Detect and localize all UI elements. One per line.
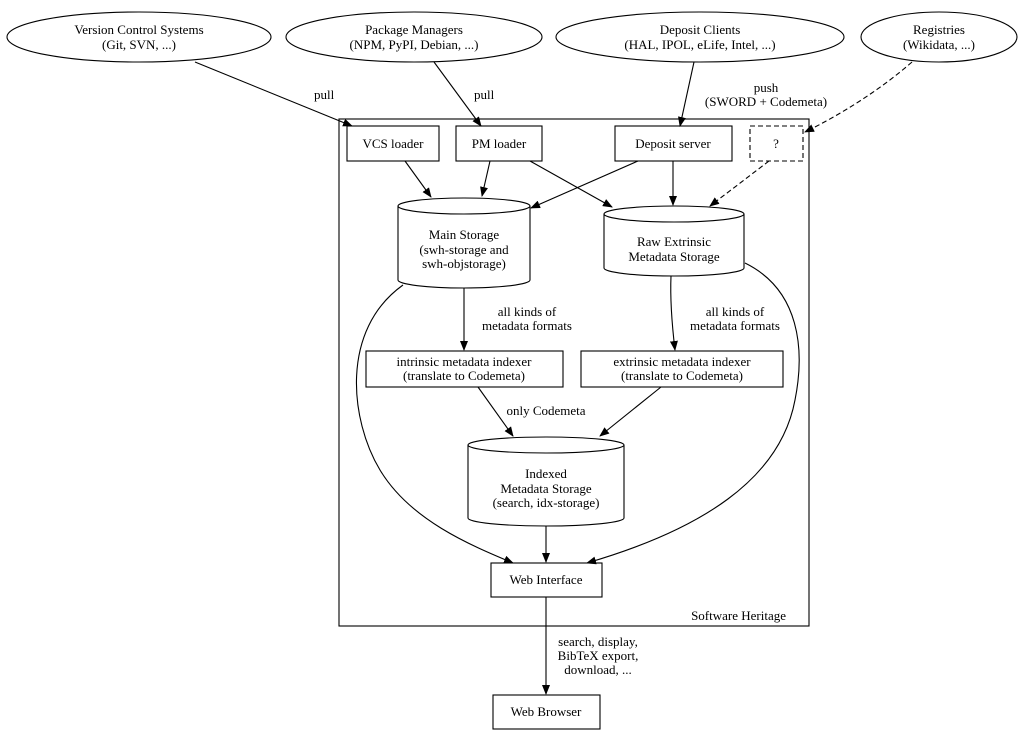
node-main-storage: Main Storage (swh-storage and swh-objsto…	[397, 197, 531, 289]
cluster-label: Software Heritage	[691, 608, 786, 623]
edge-pm-loader-to-main-storage	[480, 160, 491, 197]
svg-text:metadata formats: metadata formats	[690, 318, 780, 333]
svg-text:Registries: Registries	[913, 22, 965, 37]
svg-text:intrinsic metadata indexer: intrinsic metadata indexer	[396, 354, 532, 369]
edge-label-push: push (SWORD + Codemeta)	[705, 80, 827, 109]
edge-unknown-to-raw-storage	[709, 160, 770, 207]
svg-text:Indexed: Indexed	[525, 466, 567, 481]
node-extrinsic-metadata-indexer: extrinsic metadata indexer (translate to…	[580, 350, 784, 388]
svg-text:(Git, SVN, ...): (Git, SVN, ...)	[102, 37, 176, 52]
svg-text:metadata formats: metadata formats	[482, 318, 572, 333]
node-raw-extrinsic-metadata-storage: Raw Extrinsic Metadata Storage	[603, 205, 745, 277]
svg-text:BibTeX export,: BibTeX export,	[558, 648, 639, 663]
svg-text:Metadata Storage: Metadata Storage	[628, 249, 720, 264]
edge-label-all-kinds-right: all kinds of metadata formats	[690, 304, 780, 333]
node-intrinsic-metadata-indexer: intrinsic metadata indexer (translate to…	[365, 350, 564, 388]
edge-raw-storage-to-extrinsic-indexer	[669, 275, 678, 351]
node-web-interface: Web Interface	[490, 562, 603, 598]
svg-text:Raw Extrinsic: Raw Extrinsic	[637, 234, 711, 249]
edge-label-browser: search, display, BibTeX export, download…	[558, 634, 639, 677]
svg-text:Deposit server: Deposit server	[635, 136, 711, 151]
svg-text:search, display,: search, display,	[558, 634, 638, 649]
svg-text:(Wikidata, ...): (Wikidata, ...)	[903, 37, 975, 52]
edge-label-only-codemeta: only Codemeta	[506, 403, 585, 418]
edge-intrinsic-indexer-to-indexed-storage	[477, 386, 514, 437]
svg-text:(translate to Codemeta): (translate to Codemeta)	[403, 368, 525, 383]
source-package-managers: Package Managers (NPM, PyPI, Debian, ...…	[285, 11, 543, 63]
node-unknown: ?	[749, 125, 804, 162]
svg-text:Main Storage: Main Storage	[429, 227, 500, 242]
svg-text:(translate to Codemeta): (translate to Codemeta)	[621, 368, 743, 383]
svg-text:extrinsic metadata indexer: extrinsic metadata indexer	[613, 354, 751, 369]
svg-text:all kinds of: all kinds of	[498, 304, 557, 319]
node-vcs-loader: VCS loader	[346, 125, 440, 162]
edge-pm-to-pm-loader	[433, 61, 482, 127]
svg-text:swh-objstorage): swh-objstorage)	[422, 256, 506, 271]
svg-text:(search, idx-storage): (search, idx-storage)	[493, 495, 600, 510]
svg-text:PM loader: PM loader	[472, 136, 527, 151]
source-registries: Registries (Wikidata, ...)	[860, 11, 1018, 63]
edge-raw-storage-to-web-interface	[586, 262, 800, 565]
edge-pm-loader-to-raw-storage	[529, 160, 613, 208]
node-web-browser: Web Browser	[492, 694, 601, 730]
svg-text:(SWORD + Codemeta): (SWORD + Codemeta)	[705, 94, 827, 109]
svg-text:push: push	[754, 80, 779, 95]
svg-text:(swh-storage and: (swh-storage and	[419, 242, 509, 257]
edge-vcs-to-vcs-loader	[194, 61, 353, 127]
source-deposit-clients: Deposit Clients (HAL, IPOL, eLife, Intel…	[555, 11, 845, 63]
svg-text:(NPM, PyPI, Debian, ...): (NPM, PyPI, Debian, ...)	[350, 37, 479, 52]
edge-label-pull-vcs: pull	[314, 87, 335, 102]
edge-deposit-server-to-main-storage	[530, 160, 639, 209]
svg-text:all kinds of: all kinds of	[706, 304, 765, 319]
node-indexed-metadata-storage: Indexed Metadata Storage (search, idx-st…	[467, 436, 625, 527]
edge-label-all-kinds-left: all kinds of metadata formats	[482, 304, 572, 333]
node-deposit-server: Deposit server	[614, 125, 733, 162]
edge-vcs-loader-to-main-storage	[404, 160, 432, 198]
edge-extrinsic-indexer-to-indexed-storage	[599, 386, 662, 437]
svg-text:Web Browser: Web Browser	[511, 704, 582, 719]
node-pm-loader: PM loader	[455, 125, 543, 162]
svg-text:Web Interface: Web Interface	[510, 572, 583, 587]
svg-text:Deposit Clients: Deposit Clients	[660, 22, 741, 37]
edge-main-storage-to-web-interface	[355, 284, 514, 564]
svg-text:(HAL, IPOL, eLife, Intel, ...): (HAL, IPOL, eLife, Intel, ...)	[624, 37, 775, 52]
source-version-control-systems: Version Control Systems (Git, SVN, ...)	[6, 11, 272, 63]
edge-label-pull-pm: pull	[474, 87, 495, 102]
edge-deposit-clients-to-deposit-server	[678, 61, 695, 127]
svg-text:download, ...: download, ...	[564, 662, 632, 677]
svg-text:Version Control Systems: Version Control Systems	[74, 22, 203, 37]
svg-text:Metadata Storage: Metadata Storage	[500, 481, 592, 496]
svg-text:Package Managers: Package Managers	[365, 22, 463, 37]
svg-text:VCS loader: VCS loader	[362, 136, 424, 151]
software-heritage-cluster: Software Heritage	[338, 118, 810, 627]
svg-text:?: ?	[773, 136, 779, 151]
edge-registries-to-unknown	[804, 61, 913, 133]
